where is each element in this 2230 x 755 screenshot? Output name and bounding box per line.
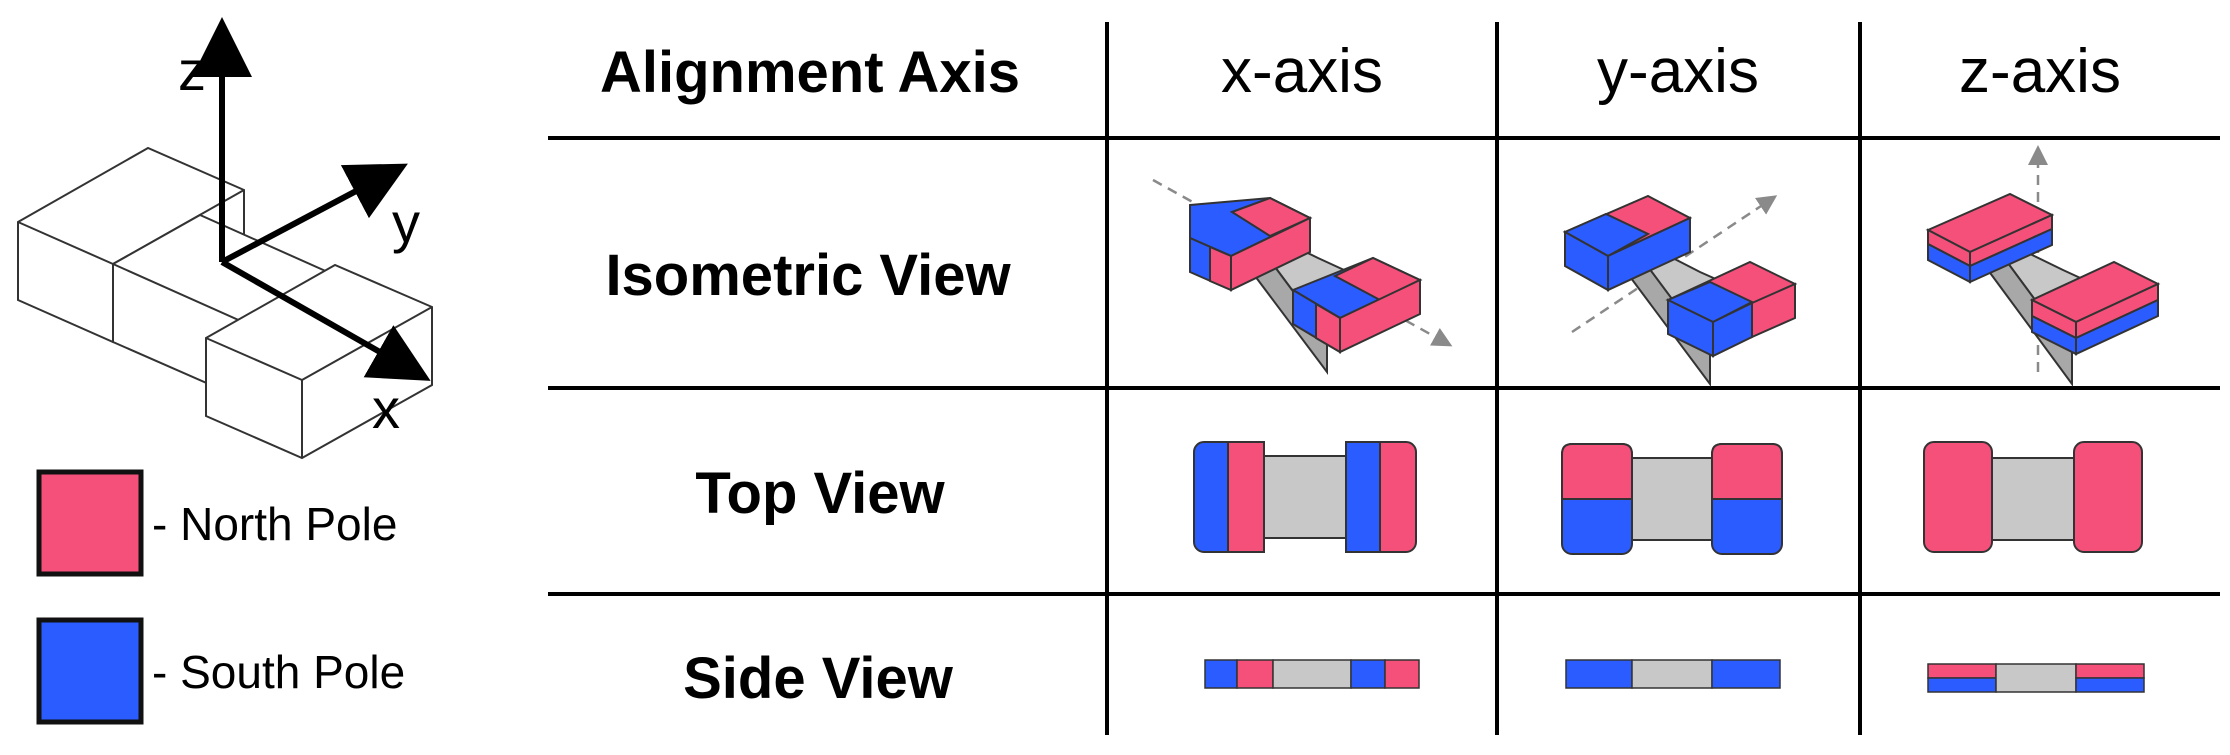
top-view-x-axis (1193, 441, 1417, 553)
x-axis-arrow (220, 259, 431, 381)
axis-arrows (192, 17, 431, 381)
legend: - North Pole - South Pole (36, 469, 405, 725)
y-axis-arrow (220, 163, 408, 265)
row-label-side: Side View (683, 646, 954, 711)
side-view-x-axis (1204, 659, 1420, 689)
column-header-y-axis: y-axis (1597, 37, 1759, 106)
side-view-z-axis (1927, 663, 2145, 693)
z-axis-label: z (178, 39, 206, 102)
isometric-z-axis (1925, 145, 2161, 388)
x-axis-label: x (372, 377, 400, 440)
north-pole-label: - North Pole (152, 498, 397, 550)
row-label-top: Top View (695, 461, 945, 526)
north-pole-swatch (36, 469, 144, 577)
column-header-z-axis: z-axis (1959, 37, 2121, 106)
y-axis-label: y (392, 191, 420, 254)
south-pole-label: - South Pole (152, 646, 405, 698)
south-pole-swatch (36, 617, 144, 725)
isometric-x-axis (1152, 178, 1453, 375)
row-label-isometric: Isometric View (605, 243, 1011, 308)
side-view-y-axis (1565, 659, 1781, 689)
table-grid (548, 22, 2220, 735)
top-view-z-axis (1923, 441, 2143, 553)
corner-header: Alignment Axis (600, 40, 1020, 105)
isometric-y-axis (1562, 194, 1798, 388)
top-view-y-axis (1561, 443, 1783, 555)
column-header-x-axis: x-axis (1221, 37, 1383, 106)
outline-sketch (17, 146, 433, 460)
